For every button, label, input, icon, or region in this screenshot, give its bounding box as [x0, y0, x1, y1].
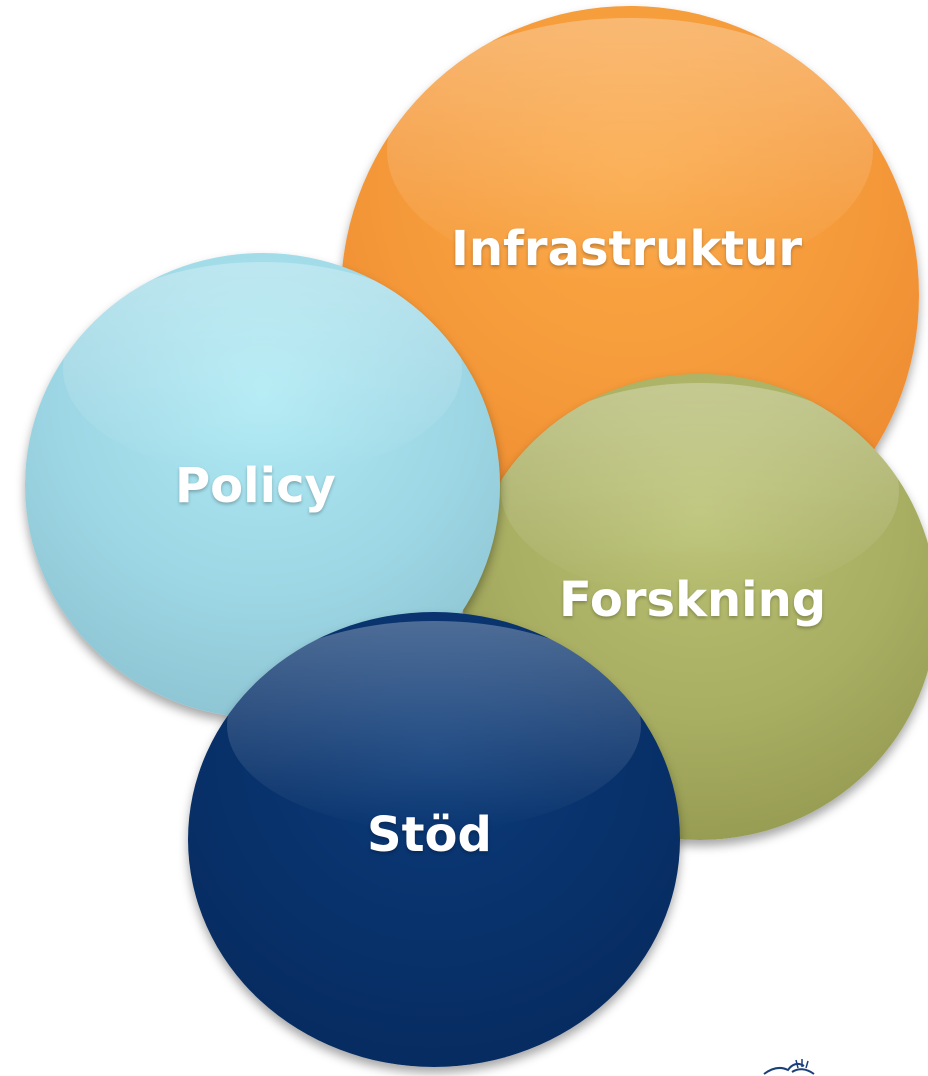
- label-policy: Policy: [175, 458, 336, 514]
- label-forskning: Forskning: [559, 572, 827, 628]
- label-infrastruktur: Infrastruktur: [451, 221, 803, 277]
- label-stod: Stöd: [367, 807, 492, 863]
- circle-stod: Stöd: [188, 612, 680, 1067]
- logo-fragment-icon: [763, 1059, 815, 1075]
- circle-policy: Policy: [25, 253, 500, 718]
